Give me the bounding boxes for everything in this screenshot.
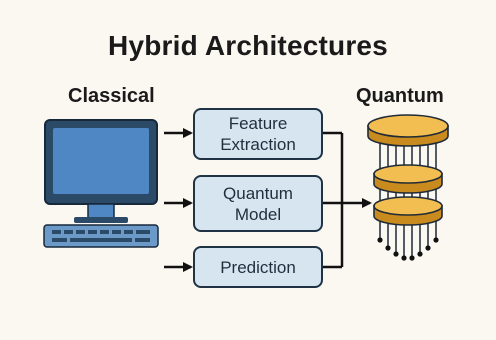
classical-label: Classical <box>68 85 155 107</box>
stage-label-line1: Quantum <box>223 183 293 203</box>
stage-feature-extraction: Feature Extraction <box>193 108 323 160</box>
stage-label-line2: Model <box>234 204 282 224</box>
quantum-chip-icon <box>367 114 449 261</box>
stage-prediction: Prediction <box>193 246 323 288</box>
input-arrows <box>164 128 193 272</box>
stage-label-line1: Prediction <box>220 257 296 277</box>
stage-label-line1: Feature <box>228 114 288 133</box>
quantum-label: Quantum <box>356 85 444 107</box>
stage-label-line2: Extraction <box>220 135 296 154</box>
quantum-pins <box>377 237 439 261</box>
diagram-title: Hybrid Architectures <box>108 30 388 61</box>
connector-lines <box>323 131 372 269</box>
stage-quantum-model: Quantum Model <box>193 175 323 232</box>
desktop-computer-icon <box>43 119 159 248</box>
